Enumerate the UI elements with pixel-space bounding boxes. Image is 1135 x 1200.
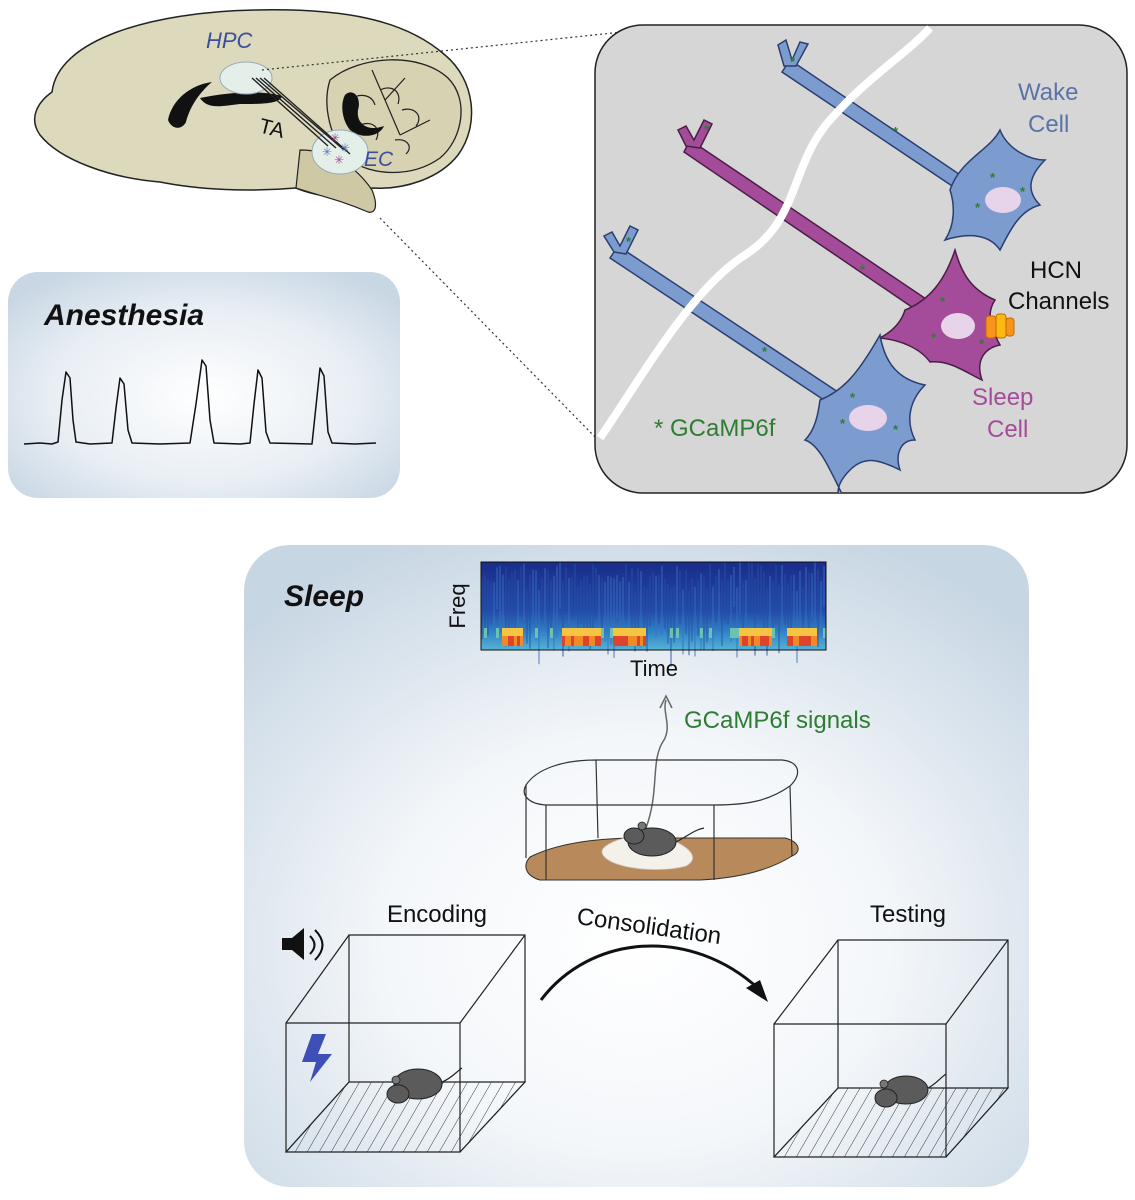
svg-text:*: * xyxy=(840,416,846,431)
gcamp-markers: * * * * * * * * * * * * * * * xyxy=(626,54,1026,437)
svg-text:*: * xyxy=(626,234,632,249)
svg-text:✳: ✳ xyxy=(334,153,344,167)
consolidation-arrow xyxy=(539,944,762,1001)
cerebellar-folia xyxy=(349,69,431,155)
gcamp-legend: * GCaMP6f xyxy=(654,415,776,442)
neurons-zoom-panel: * * * * * * * * * * * * * * * Wake Cell HCN Chann… xyxy=(594,24,1128,494)
svg-text:*: * xyxy=(990,170,996,185)
svg-text:*: * xyxy=(940,294,946,309)
encoding-box xyxy=(282,928,527,1153)
anesthesia-title: Anesthesia xyxy=(43,299,204,332)
svg-text:*: * xyxy=(979,336,985,351)
wake-cell-bottom xyxy=(602,224,927,493)
svg-text:*: * xyxy=(850,390,856,405)
sleep-cell xyxy=(676,118,1002,382)
wake-cell-top xyxy=(777,38,1047,252)
hippocampus-region xyxy=(219,61,273,95)
anesthesia-trace xyxy=(23,359,377,445)
entorhinal-region xyxy=(311,129,369,175)
wake-cell-label-2: Cell xyxy=(1028,111,1069,138)
signal-arrowhead xyxy=(659,694,673,709)
svg-text:*: * xyxy=(860,262,866,277)
svg-text:*: * xyxy=(790,54,796,69)
svg-text:*: * xyxy=(762,344,768,359)
shock-icon xyxy=(302,1034,332,1082)
lateral-ventricle xyxy=(168,82,212,128)
signal-wire xyxy=(645,699,668,829)
hcn-label-2: Channels xyxy=(1008,288,1109,315)
testing-cube-lines xyxy=(773,939,1009,1158)
white-boundary xyxy=(596,25,933,441)
ec-label: EC xyxy=(364,148,394,171)
anesthesia-panel-bg xyxy=(8,272,400,498)
svg-text:*: * xyxy=(893,124,899,139)
svg-text:*: * xyxy=(975,200,981,215)
hpc-label: HPC xyxy=(206,28,253,53)
spectrogram-ylabel: Freq xyxy=(445,583,470,628)
testing-mouse xyxy=(874,1073,947,1108)
spectrogram-bands xyxy=(481,562,826,667)
ec-neurons: ✳ ✳ ✳ ✳ xyxy=(322,131,350,167)
encoding-mouse xyxy=(386,1067,463,1104)
svg-text:*: * xyxy=(893,422,899,437)
svg-text:✳: ✳ xyxy=(322,145,332,159)
anesthesia-panel: Anesthesia xyxy=(8,272,400,498)
sleep-panel: Sleep Freq Time GCaMP6f signals xyxy=(244,545,1029,1187)
wake-cell-label-1: Wake xyxy=(1018,79,1078,106)
svg-text:✳: ✳ xyxy=(330,131,340,145)
zoom-line-top xyxy=(261,27,661,71)
fourth-ventricle xyxy=(342,92,384,136)
svg-text:✳: ✳ xyxy=(340,141,350,155)
hcn-label-1: HCN xyxy=(1030,257,1082,284)
encoding-cube-lines xyxy=(285,934,526,1153)
spectrogram-xlabel: Time xyxy=(630,656,678,681)
zoom-line-bottom xyxy=(379,217,599,441)
svg-text:*: * xyxy=(1020,184,1026,199)
speaker-icon[interactable] xyxy=(282,928,324,961)
testing-label: Testing xyxy=(870,901,946,928)
hcn-channel-icon xyxy=(985,313,1015,339)
sleep-title: Sleep xyxy=(284,580,364,613)
sleep-cell-label-1: Sleep xyxy=(972,384,1033,411)
brain-sagittal-section: ✳ ✳ ✳ ✳ HPC TA EC xyxy=(34,9,473,213)
sleeping-mouse xyxy=(623,821,705,857)
home-cage xyxy=(523,759,799,881)
encoding-label: Encoding xyxy=(387,901,487,928)
cage-outline xyxy=(523,759,799,880)
sleep-cell-label-2: Cell xyxy=(987,416,1028,443)
testing-box xyxy=(772,939,1010,1158)
ventricle-arm xyxy=(200,92,282,107)
svg-text:*: * xyxy=(931,330,937,345)
signals-label: GCaMP6f signals xyxy=(684,707,871,734)
ta-pathway xyxy=(251,77,351,155)
spectrogram xyxy=(480,561,827,667)
svg-text:*: * xyxy=(704,122,710,137)
consolidation-arrowhead xyxy=(746,980,768,1002)
